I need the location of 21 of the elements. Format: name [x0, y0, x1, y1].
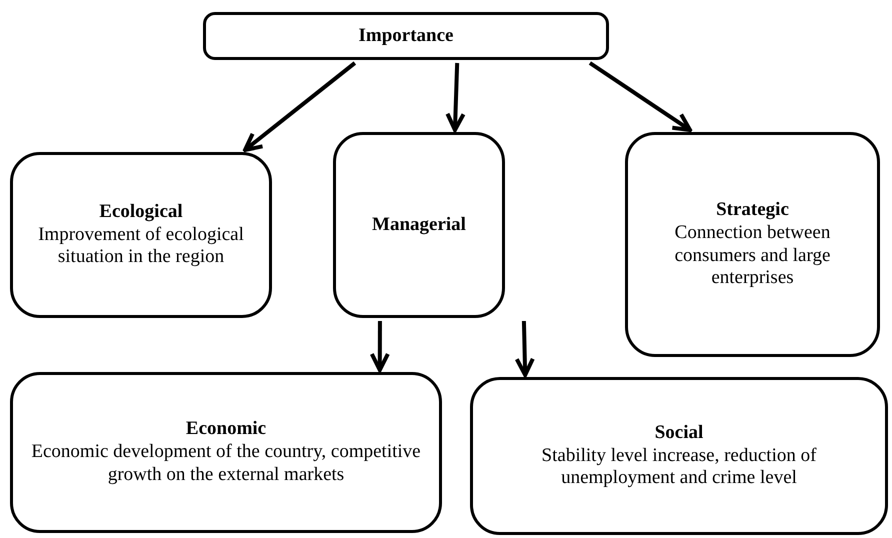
- rounded-box: [333, 132, 505, 318]
- rounded-box: [625, 132, 880, 357]
- box-text: Economic development of the country, competitive growth on the external markets: [30, 441, 422, 487]
- arrow: [243, 61, 356, 152]
- rounded-box: [470, 377, 888, 535]
- arrow: [370, 321, 390, 372]
- rounded-box: [203, 12, 609, 60]
- box-text: Connection between consumers and large enterprises: [674, 222, 832, 290]
- box-heading: Managerial: [372, 214, 466, 236]
- box-heading: Social: [654, 422, 704, 445]
- arrow: [514, 320, 535, 377]
- rounded-box: [10, 372, 442, 533]
- box-heading: Ecological: [99, 200, 183, 224]
- arrow: [588, 61, 692, 132]
- rounded-box: [10, 152, 272, 318]
- box-text: Improvement of ecological situation in the region: [37, 224, 245, 270]
- box-heading: Economic: [186, 418, 266, 442]
- box-text: Stability level increase, reduction of unemployment and crime level: [540, 444, 818, 490]
- box-heading: Importance: [358, 24, 454, 48]
- box-heading: Strategic: [716, 198, 789, 222]
- arrow: [445, 62, 466, 132]
